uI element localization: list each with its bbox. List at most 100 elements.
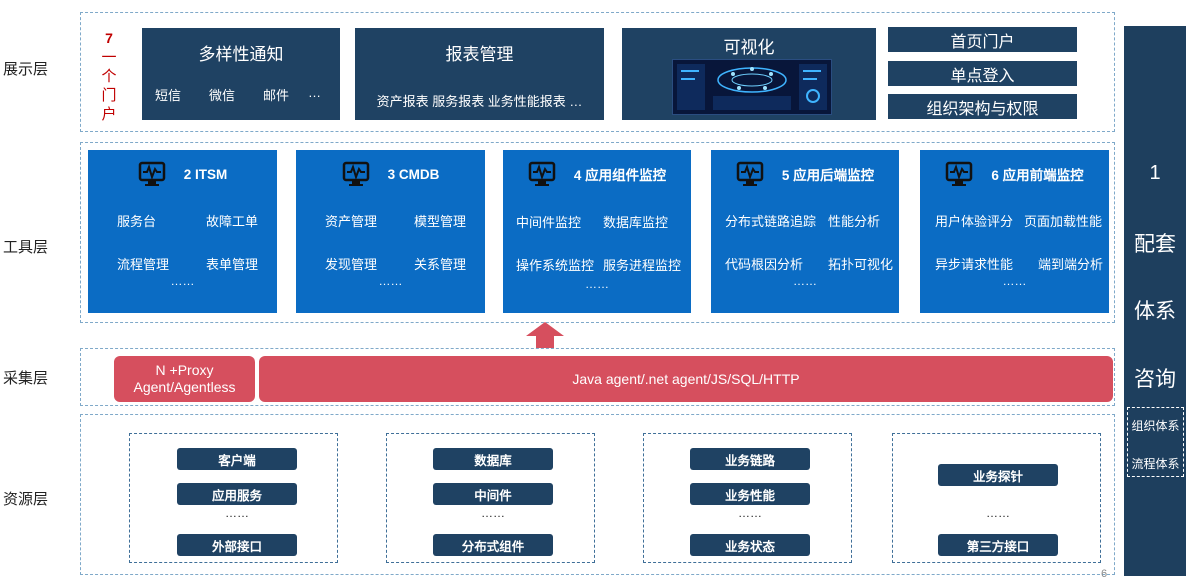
tool-item: 操作系统监控 <box>516 258 595 273</box>
resource-more: …… <box>986 506 1010 520</box>
resource-more: …… <box>225 506 249 520</box>
tool-item: 服务进程监控 <box>603 258 682 273</box>
proxy-agent-box: N +Proxy Agent/Agentless <box>114 356 255 402</box>
tool-item: 关系管理 <box>414 257 467 272</box>
proxy-agent-line: N +Proxy <box>155 362 214 378</box>
display-layer-frame <box>80 12 1115 132</box>
resource-pill: 业务探针 <box>938 464 1058 486</box>
agent-types-box: Java agent/.net agent/JS/SQL/HTTP <box>259 356 1113 402</box>
page-number: 6 <box>1101 568 1108 580</box>
notify-item: … <box>308 85 321 100</box>
monitor-icon <box>736 161 764 186</box>
tool-card-title: 3 CMDB <box>296 160 485 188</box>
sso-button[interactable]: 单点登入 <box>888 61 1077 86</box>
org-permission-button[interactable]: 组织架构与权限 <box>888 94 1077 119</box>
tool-more: …… <box>585 277 609 291</box>
resource-group-4: 业务探针 …… 第三方接口 <box>892 433 1101 563</box>
resource-more: …… <box>481 506 505 520</box>
tool-more: …… <box>378 274 403 288</box>
tool-card-app-frontend-monitor: 6 应用前端监控 用户体验评分 页面加载性能 异步请求性能 端到端分析 …… <box>920 150 1109 313</box>
tool-item: 拓扑可视化 <box>828 257 894 272</box>
tool-more: …… <box>793 274 817 288</box>
portal-char: 个 <box>101 68 117 85</box>
notify-item: 微信 <box>209 88 236 103</box>
tool-item: 页面加载性能 <box>1024 214 1103 229</box>
layer-label-resource: 资源层 <box>3 491 49 508</box>
dashboard-thumbnail <box>672 59 832 115</box>
tool-card-title: 5 应用后端监控 <box>711 160 899 188</box>
resource-group-1: 客户端 应用服务 …… 外部接口 <box>129 433 338 563</box>
up-arrow-icon <box>526 322 564 348</box>
visual-title: 可视化 <box>723 38 775 57</box>
resource-pill: 应用服务 <box>177 483 297 505</box>
home-portal-button[interactable]: 首页门户 <box>888 27 1077 52</box>
tool-more: …… <box>1002 274 1027 288</box>
portal-char: 门 <box>101 87 117 104</box>
resource-pill: 第三方接口 <box>938 534 1058 556</box>
tool-item: 流程管理 <box>117 257 170 272</box>
resource-layer-frame <box>80 414 1115 575</box>
report-box: 报表管理 资产报表 服务报表 业务性能报表 … <box>355 28 604 120</box>
notify-item: 短信 <box>155 88 182 103</box>
portal-number: 7 <box>105 30 113 46</box>
report-title: 报表管理 <box>445 45 514 64</box>
tool-item: 分布式链路追踪 <box>725 214 817 229</box>
sidebar-number: 1 <box>1149 162 1161 184</box>
resource-pill: 客户端 <box>177 448 297 470</box>
tool-card-app-backend-monitor: 5 应用后端监控 分布式链路追踪 性能分析 代码根因分析 拓扑可视化 …… <box>711 150 899 313</box>
monitor-icon <box>946 161 973 186</box>
layer-label-display: 展示层 <box>3 61 49 78</box>
tool-item: 数据库监控 <box>603 215 669 230</box>
layer-label-tools: 工具层 <box>3 239 49 256</box>
tool-item: 端到端分析 <box>1038 257 1104 272</box>
resource-more: …… <box>738 506 762 520</box>
report-items: 资产报表 服务报表 业务性能报表 … <box>376 94 583 109</box>
resource-pill: 分布式组件 <box>433 534 553 556</box>
tool-card-title-text: 2 ITSM <box>183 166 228 182</box>
tools-layer-frame <box>80 142 1115 323</box>
monitor-icon <box>342 161 369 186</box>
tool-item: 代码根因分析 <box>725 257 804 272</box>
portal-label: 7 一 个 门 户 <box>98 29 120 124</box>
sidebar-sub-item: 组织体系 <box>1131 419 1180 433</box>
tool-card-itsm: 2 ITSM 服务台 故障工单 流程管理 表单管理 …… <box>88 150 277 313</box>
notify-title: 多样性通知 <box>198 45 284 64</box>
sidebar-sub-item: 流程体系 <box>1131 457 1180 471</box>
monitor-icon <box>528 161 556 186</box>
monitor-icon <box>138 161 165 186</box>
tool-card-title-text: 6 应用前端监控 <box>991 168 1084 183</box>
tool-item: 模型管理 <box>414 214 467 229</box>
tool-card-title: 6 应用前端监控 <box>920 160 1109 188</box>
resource-pill: 中间件 <box>433 483 553 505</box>
tool-item: 服务台 <box>117 214 157 229</box>
sidebar-sub-box: 组织体系 流程体系 <box>1127 407 1184 477</box>
portal-char: 户 <box>101 106 117 123</box>
layer-label-collect: 采集层 <box>3 370 49 387</box>
tool-card-title-text: 3 CMDB <box>387 166 440 182</box>
tool-card-app-component-monitor: 4 应用组件监控 中间件监控 数据库监控 操作系统监控 服务进程监控 …… <box>503 150 691 313</box>
tool-item: 异步请求性能 <box>935 257 1014 272</box>
resource-pill: 业务状态 <box>690 534 810 556</box>
proxy-agent-line: Agent/Agentless <box>133 379 236 395</box>
collect-layer-frame <box>80 348 1115 406</box>
resource-group-3: 业务链路 业务性能 …… 业务状态 <box>643 433 852 563</box>
tool-item: 表单管理 <box>206 257 259 272</box>
tool-item: 用户体验评分 <box>935 214 1014 229</box>
resource-group-2: 数据库 中间件 …… 分布式组件 <box>386 433 595 563</box>
tool-item: 资产管理 <box>325 214 378 229</box>
notify-box: 多样性通知 短信 微信 邮件 … <box>142 28 340 120</box>
tool-card-title: 2 ITSM <box>88 160 277 188</box>
resource-pill: 业务链路 <box>690 448 810 470</box>
sidebar-title-char: 配套 <box>1134 233 1176 256</box>
visual-box: 可视化 <box>622 28 876 120</box>
sidebar-title-char: 咨询 <box>1134 368 1176 391</box>
tool-item: 发现管理 <box>325 257 378 272</box>
resource-pill: 数据库 <box>433 448 553 470</box>
support-system-sidebar: 1 配套 体系 咨询 组织体系 流程体系 <box>1124 26 1186 576</box>
notify-item: 邮件 <box>263 88 290 103</box>
tool-card-title: 4 应用组件监控 <box>503 160 691 188</box>
tool-item: 中间件监控 <box>516 215 582 230</box>
tool-item: 故障工单 <box>206 214 259 229</box>
resource-pill: 业务性能 <box>690 483 810 505</box>
tool-card-cmdb: 3 CMDB 资产管理 模型管理 发现管理 关系管理 …… <box>296 150 485 313</box>
